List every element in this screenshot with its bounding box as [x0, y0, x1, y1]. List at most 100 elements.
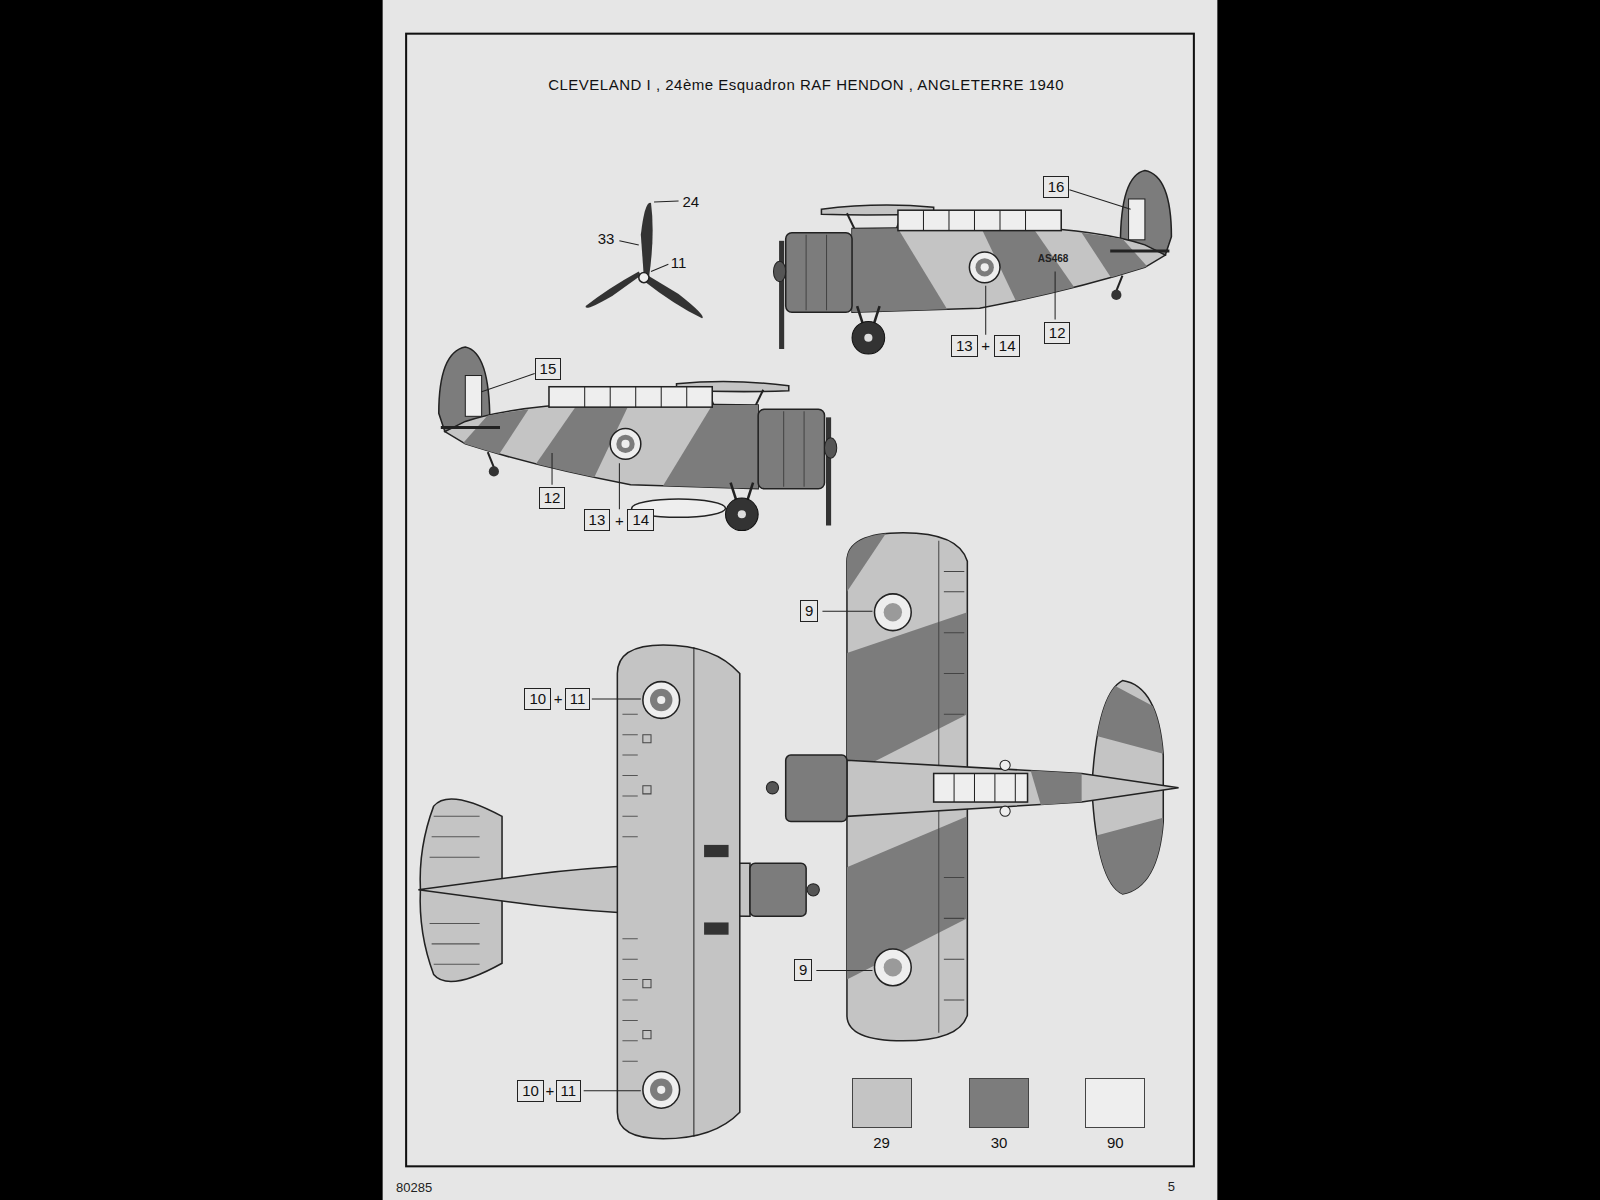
callout-box: 14 [627, 509, 654, 531]
propeller-blade [586, 271, 641, 307]
leader-line [822, 611, 872, 612]
roundel [874, 594, 911, 631]
callout-number: AS468 [1038, 253, 1069, 264]
callout-number: 11 [671, 254, 687, 271]
callout-box: 10 [524, 688, 551, 710]
callout-number: 10 [529, 690, 546, 708]
label: 5 [1168, 1179, 1175, 1194]
leader-line [552, 453, 553, 485]
paint-number: 29 [852, 1134, 912, 1151]
left-side-view [439, 347, 837, 531]
paper [383, 0, 1218, 1200]
propeller-blade [645, 276, 703, 319]
roundel [650, 1079, 672, 1101]
paint-number: 90 [1085, 1134, 1145, 1151]
roundel [643, 1071, 680, 1108]
legend-item: 30 [969, 1078, 1029, 1151]
callout-number: 12 [544, 489, 561, 507]
callout-number: 12 [1049, 324, 1066, 342]
callout-box: 12 [539, 487, 566, 509]
callout-number: + [981, 337, 990, 354]
cowling [750, 863, 806, 916]
callout-number: 14 [632, 511, 649, 529]
label: + [554, 690, 563, 707]
callout-box: 13 [951, 335, 978, 357]
leader-line [985, 286, 986, 335]
label: + [615, 512, 624, 529]
callout-number: 16 [1048, 178, 1065, 196]
label: 80285 [396, 1180, 432, 1195]
label: + [981, 337, 990, 354]
callout-number: 11 [561, 1082, 577, 1100]
top-view [766, 531, 1178, 1041]
callout-number: 13 [956, 337, 973, 355]
rib-line [622, 714, 637, 1061]
callout-box: 11 [556, 1080, 582, 1102]
spinner [807, 884, 819, 896]
color-swatch [852, 1078, 912, 1128]
callout-number: 24 [682, 193, 699, 210]
callout-box: 9 [800, 600, 818, 622]
propeller-detail [586, 201, 703, 318]
camouflage-patch [1031, 770, 1082, 805]
leader-line [592, 698, 641, 699]
callout-number: + [554, 690, 563, 707]
canopy [934, 773, 1028, 802]
roundel [657, 696, 665, 704]
title-block: CLEVELAND I , 24ème Esquadron RAF HENDON… [548, 76, 1064, 93]
landing-gear [704, 922, 728, 934]
callout-number: 9 [799, 961, 807, 979]
leader-line [482, 373, 535, 391]
callout-box: 16 [1043, 176, 1070, 198]
label: 33 [598, 230, 615, 247]
callout-number: 5 [1168, 1179, 1175, 1194]
roundel [1000, 806, 1010, 816]
canopy-frame [954, 773, 1015, 802]
fuselage [847, 760, 1179, 816]
leader-line [651, 264, 668, 271]
propeller-hub [639, 272, 649, 282]
propeller-blade [641, 203, 653, 278]
panel [643, 735, 651, 1039]
label: 11 [671, 254, 687, 271]
callout-box: 10 [517, 1080, 544, 1102]
spinner [766, 782, 778, 794]
callout-box: 15 [535, 358, 562, 380]
leader-line [816, 970, 872, 971]
leader-line [584, 1090, 641, 1091]
callout-box: 14 [994, 335, 1021, 357]
callout-number: 9 [805, 602, 813, 620]
camouflage-patch [847, 612, 967, 775]
roundel [657, 1086, 665, 1094]
callout-number: 33 [598, 230, 615, 247]
callout-number: + [615, 512, 624, 529]
callout-number: 15 [540, 360, 557, 378]
callout-number: 14 [999, 337, 1016, 355]
callout-number: + [546, 1082, 555, 1099]
color-swatch [969, 1078, 1029, 1128]
paint-number: 30 [969, 1134, 1029, 1151]
upper-wing-edge [693, 647, 694, 1137]
roundel [1000, 760, 1010, 770]
leader-line [619, 241, 638, 245]
camouflage-patch [847, 531, 888, 592]
bottom-view [418, 645, 819, 1139]
callout-number: 13 [589, 511, 606, 529]
cowling [786, 755, 847, 821]
roundel [884, 603, 902, 621]
callout-number: 10 [522, 1082, 539, 1100]
color-swatch [1085, 1078, 1145, 1128]
label: + [546, 1082, 555, 1099]
label: AS468 [1038, 253, 1069, 264]
callout-box: 13 [584, 509, 611, 531]
callout-number: 11 [570, 690, 586, 708]
page-border [406, 34, 1194, 1167]
leader-line [654, 201, 678, 202]
roundel [874, 949, 911, 986]
callout-number: 80285 [396, 1180, 432, 1195]
lower-wing [617, 645, 739, 1139]
callout-box: 11 [565, 688, 591, 710]
roundel [884, 958, 902, 976]
roundel [643, 682, 680, 719]
